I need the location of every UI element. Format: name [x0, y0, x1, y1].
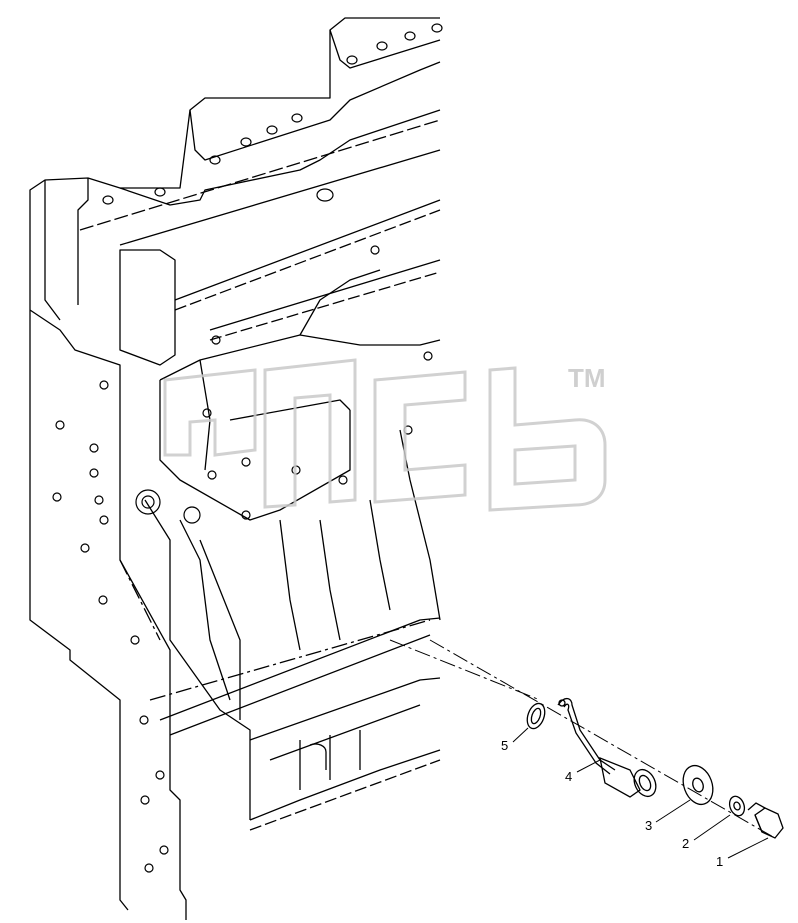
- o-ring-part: [526, 702, 546, 730]
- flat-washer-part: [682, 764, 714, 806]
- small-washer-part: [728, 795, 746, 817]
- callout-number-3: 3: [645, 818, 652, 833]
- block-outline: [29, 17, 440, 920]
- callout-number-5: 5: [501, 738, 508, 753]
- callout-number-1: 1: [716, 854, 723, 869]
- hex-bolt-part: [747, 802, 784, 839]
- tube-fitting-part: [557, 697, 657, 798]
- watermark-logo: [163, 358, 607, 512]
- callout-number-4: 4: [565, 769, 572, 784]
- side-face-holes: [52, 245, 433, 873]
- trademark-symbol: TM: [568, 363, 606, 393]
- flange-bolt-holes: [102, 23, 443, 205]
- callout-leaders: [512, 727, 769, 859]
- engine-block: [29, 17, 441, 920]
- assembly-axis: [389, 639, 776, 839]
- callout-number-2: 2: [682, 836, 689, 851]
